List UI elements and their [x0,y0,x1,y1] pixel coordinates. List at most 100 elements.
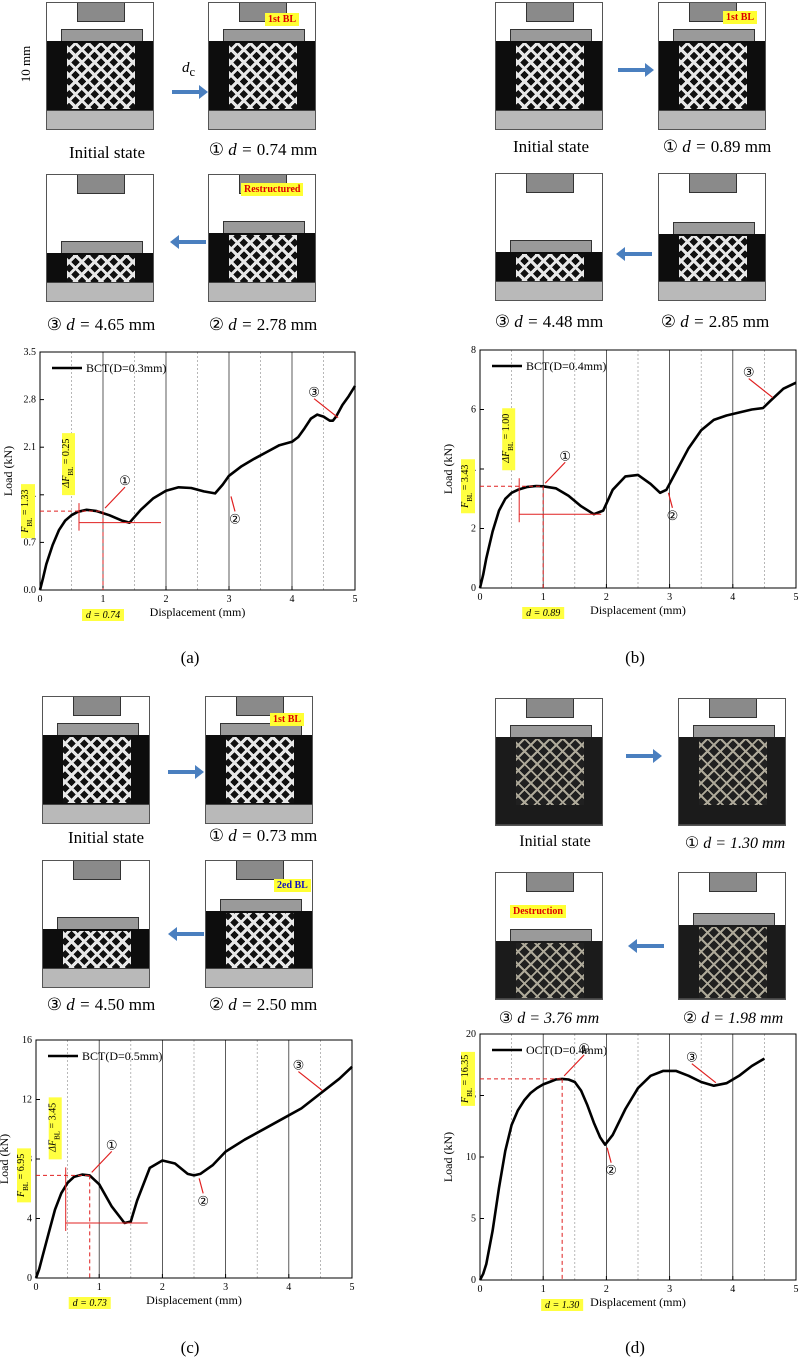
x-tick-label: 0 [38,594,43,605]
delta-f-highlight [48,1097,62,1160]
second-bl-tag: 2ed BL [274,879,311,892]
photo-state-1: 1st BL [208,2,316,130]
x-tick-label: 4 [730,1284,735,1295]
first-bl-tag: 1st BL [265,13,300,26]
photo-state-3: Destruction [495,872,603,1000]
state-marker: ① [119,473,131,488]
restructured-tag: Restructured [241,183,304,196]
arrow-left [168,927,204,941]
state-marker: ② [667,508,679,523]
x-tick-label: 0 [478,1284,483,1295]
delta-f-label: ΔFBL = 1.00 [501,414,515,464]
caption-state-2: ② d = 2.85 mm [660,312,770,331]
caption-state-1: ① d = 0.89 mm [662,137,772,156]
arrow-right [618,63,654,77]
y-tick-label: 10 [466,1152,476,1163]
x-tick-label: 3 [223,1282,228,1293]
caption-initial-state: Initial state [512,137,589,156]
first-bl-tag: 1st BL [723,11,758,24]
marker-arrow [667,492,674,508]
d-value-highlight [82,609,124,621]
d-value-label: d = 1.30 [545,1300,579,1311]
y-tick-label: 0.7 [24,537,37,548]
load-displacement-chart: 0123450481216Displacement (mm)Load (kN)B… [0,1035,355,1309]
fbl-label: FBL = 16.35 [460,1055,474,1104]
data-series-line [38,385,357,591]
x-axis-label: Displacement (mm) [150,605,246,619]
state-marker: ① [106,1137,118,1152]
x-tick-label: 5 [794,592,799,603]
x-tick-label: 5 [353,594,358,605]
x-tick-label: 1 [97,1282,102,1293]
d-value-highlight [541,1299,584,1311]
caption-state-3: ③ d = 4.65 mm [46,315,156,334]
x-tick-label: 4 [286,1282,291,1293]
x-tick-label: 0 [478,592,483,603]
caption-state-1: ① d = 1.30 mm [684,835,786,852]
photo-initial-state [42,696,150,824]
destruction-tag: Destruction [510,905,566,918]
x-tick-label: 2 [160,1282,165,1293]
caption-initial-state: Initial state [67,828,144,847]
marker-arrow [691,1063,717,1084]
x-tick-label: 3 [667,1284,672,1295]
caption-state-2: ② d = 1.98 mm [682,1010,784,1027]
caption-state-2: ② d = 2.78 mm [208,315,318,334]
plot-frame [479,349,797,589]
photo-initial-state [495,698,603,826]
d-value-highlight [68,1297,111,1309]
x-tick-label: 3 [227,594,232,605]
panel-b: 1st BL Initial state ① d = 0.89 mm ③ d =… [400,0,800,681]
caption-state-1: ① d = 0.73 mm [208,826,318,845]
y-tick-label: 3.5 [24,347,37,358]
photo-state-1 [678,698,786,826]
x-tick-label: 5 [350,1282,355,1293]
y-tick-label: 0 [471,1275,476,1286]
marker-arrow [298,1071,323,1092]
caption-state-2: ② d = 2.50 mm [208,995,318,1014]
photo-state-2 [678,872,786,1000]
x-tick-label: 1 [541,1284,546,1295]
marker-arrow [91,1150,113,1173]
fbl-highlight [461,459,475,514]
state-marker: ③ [308,385,320,400]
x-tick-label: 1 [541,592,546,603]
arrow-left [628,939,664,953]
state-marker: ① [559,448,571,463]
fbl-label: FBL = 1.33 [20,490,34,534]
panel-d: Initial state ① d = 1.30 mm Destruction … [400,690,800,1371]
arrow-right [626,749,662,763]
state-marker: ③ [743,365,755,380]
y-tick-label: 2.1 [24,442,37,453]
photo-initial-state [46,2,154,130]
panel-label: (a) [180,648,200,667]
y-axis-label: Load (kN) [0,1134,11,1184]
fbl-label: FBL = 6.95 [16,1154,30,1198]
y-axis-label: Load (kN) [441,1132,455,1182]
marker-arrow [313,398,339,419]
x-tick-label: 1 [101,594,106,605]
caption-state-1: ① d = 0.74 mm [208,140,318,159]
x-tick-label: 3 [667,592,672,603]
photo-state-1: 1st BL [205,696,313,824]
marker-arrow [606,1147,612,1163]
x-axis-label: Displacement (mm) [590,1295,686,1309]
panel-label: (d) [625,1338,645,1357]
data-series-line [478,1057,766,1281]
y-tick-label: 6 [471,405,476,416]
state-marker: ③ [293,1058,305,1073]
load-displacement-chart: 01234505101520Displacement (mm)Load (kN)… [441,1029,799,1311]
y-tick-label: 2 [471,524,476,535]
caption-initial-state: Initial state [68,143,145,162]
x-tick-label: 2 [164,594,169,605]
d-value-label: d = 0.89 [526,608,560,619]
y-tick-label: 16 [22,1035,32,1046]
y-tick-label: 0.0 [24,585,37,596]
y-axis-label: Load (kN) [1,446,15,496]
arrow-left [616,247,652,261]
dc-dimension: dc [182,60,196,79]
photo-initial-state [495,2,603,130]
marker-arrow [198,1178,204,1194]
d-value-label: d = 0.73 [73,1298,107,1309]
marker-arrow [563,1054,585,1077]
